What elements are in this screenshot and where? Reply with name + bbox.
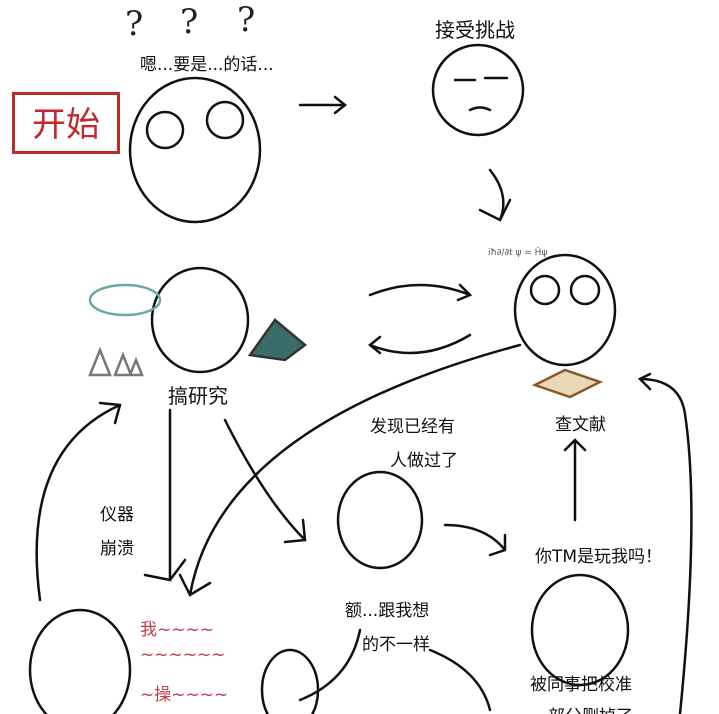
colleague-line2: 部分删掉了 bbox=[548, 702, 633, 714]
flasks-icon bbox=[88, 346, 144, 377]
question-mark: ? bbox=[180, 2, 199, 42]
rage-text-2: ~~~~~~ bbox=[140, 645, 226, 665]
found-done-line2: 人做过了 bbox=[390, 451, 458, 471]
different-line1: 额...跟我想 bbox=[345, 601, 430, 621]
meh-face bbox=[530, 573, 630, 687]
accept-challenge-label: 接受挑战 bbox=[435, 18, 515, 42]
thinking-face bbox=[128, 76, 262, 224]
colleague-line1: 被同事把校准 bbox=[530, 675, 632, 695]
surprised-face bbox=[336, 470, 424, 570]
research-label: 搞研究 bbox=[168, 384, 228, 408]
rage-text-1: 我~~~~ bbox=[140, 620, 214, 640]
atom-icon bbox=[88, 283, 162, 317]
rage-text-3: ~操~~~~ bbox=[140, 685, 229, 705]
question-mark: ? bbox=[237, 0, 256, 40]
surface-plot bbox=[247, 318, 308, 362]
kidding-label: 你TM是玩我吗！ bbox=[535, 547, 663, 567]
different-line2: 的不一样 bbox=[362, 635, 430, 655]
challenge-face bbox=[431, 43, 525, 137]
eyes-face bbox=[260, 648, 320, 714]
literature-label: 查文献 bbox=[555, 415, 606, 435]
formula: iħ∂/∂t ψ = Ĥψ bbox=[488, 248, 548, 258]
book-icon bbox=[531, 368, 604, 399]
thinking-caption: 嗯...要是...的话... bbox=[140, 55, 274, 75]
instrument-crash-line2: 崩溃 bbox=[100, 539, 134, 559]
instrument-crash-line1: 仪器 bbox=[100, 505, 134, 525]
arrows bbox=[35, 95, 693, 714]
found-done-line1: 发现已经有 bbox=[370, 417, 455, 437]
confused-face bbox=[513, 253, 617, 367]
research-face bbox=[150, 266, 250, 374]
rage-face bbox=[28, 608, 132, 714]
start-box: 开始 bbox=[12, 92, 120, 154]
question-mark: ? bbox=[125, 4, 144, 44]
